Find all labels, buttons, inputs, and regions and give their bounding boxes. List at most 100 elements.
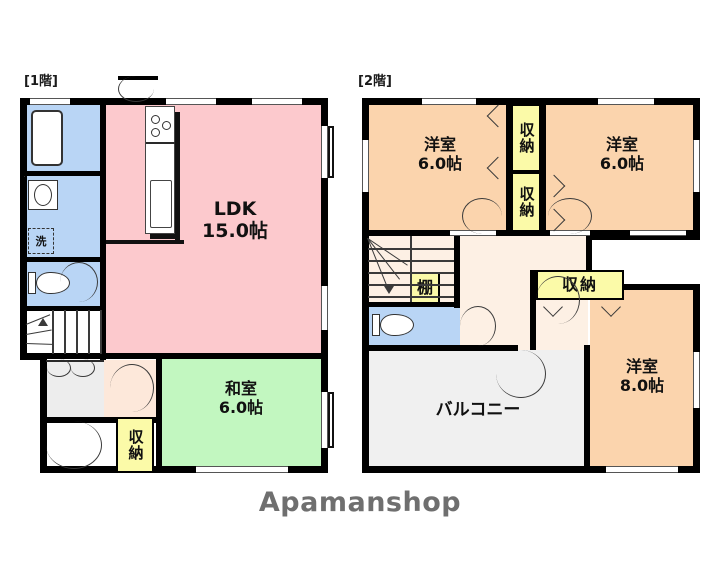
window-ldk-right-a bbox=[321, 126, 328, 178]
balcony-label: バルコニー bbox=[396, 400, 560, 420]
interior-wall-bedrooms-bottom bbox=[362, 230, 700, 236]
interior-wall-wash-toilet bbox=[20, 257, 106, 262]
bedroom-right-label: 洋室 6.0帖 bbox=[584, 135, 660, 174]
bedroom8-door-arc bbox=[536, 276, 580, 324]
stairs-down-arrow-f2 bbox=[384, 286, 394, 294]
floor1-label: [1階] bbox=[24, 74, 58, 89]
stove-burner-1-icon bbox=[151, 115, 160, 124]
window-washitsu-right bbox=[321, 392, 328, 448]
bathtub-icon bbox=[31, 110, 63, 166]
closet-f2-upper-1: 収納 bbox=[511, 104, 541, 172]
bedroom-left-name: 洋室 bbox=[423, 135, 456, 154]
bedroom-8-name: 洋室 bbox=[625, 357, 658, 376]
ldk-counter-line bbox=[106, 240, 184, 244]
kitchen-counter-shadow-bottom bbox=[150, 234, 180, 239]
shelf-label: 棚 bbox=[416, 278, 433, 297]
bedroom-right-door-arc bbox=[548, 198, 592, 234]
washing-machine-label: 洗 bbox=[35, 235, 47, 248]
bedroom-8-fill bbox=[590, 290, 694, 472]
kitchen-sink-icon bbox=[150, 180, 172, 228]
closet-label: 収納 bbox=[517, 122, 536, 154]
closet-label: 収納 bbox=[126, 429, 145, 461]
interior-wall-stairs-bottom bbox=[20, 353, 106, 359]
exterior-wall-bottom-f2 bbox=[362, 466, 700, 473]
toilet-door-arc bbox=[60, 262, 98, 302]
stairs-up-arrow-f1 bbox=[38, 318, 48, 326]
toilet-f2-tank-icon bbox=[372, 314, 380, 336]
exterior-wall-recess-left bbox=[586, 234, 592, 290]
closet-f2-upper-2: 収納 bbox=[511, 172, 541, 232]
window-washitsu-bottom bbox=[196, 466, 288, 473]
window-bay-right-b bbox=[328, 392, 334, 448]
bedroom-left-label: 洋室 6.0帖 bbox=[402, 135, 478, 174]
interior-wall-closet-col-left bbox=[506, 98, 512, 232]
interior-wall-wet-ldk bbox=[100, 98, 106, 360]
interior-wall-closet-washitsu bbox=[156, 417, 162, 473]
entrance-inner-door-arc-2 bbox=[71, 359, 95, 377]
entrance-inner-door-arc-1 bbox=[47, 359, 71, 377]
toilet-f2-bowl-icon bbox=[380, 314, 414, 336]
interior-wall-toilet-bottom bbox=[362, 345, 518, 351]
window-ldk-top-a bbox=[166, 98, 216, 105]
stairs-icon-f1 bbox=[25, 310, 102, 354]
toilet-f2-door-arc bbox=[460, 306, 496, 346]
ldk-room-label: LDK 15.0帖 bbox=[180, 198, 290, 243]
window-bath-top bbox=[30, 98, 70, 105]
window-ldk-top-b bbox=[252, 98, 302, 105]
window-ldk-right-b bbox=[321, 286, 328, 330]
bedroom-right-name: 洋室 bbox=[605, 135, 638, 154]
window-bedroom-left-top bbox=[422, 98, 476, 105]
washitsu-room-label: 和室 6.0帖 bbox=[186, 379, 296, 418]
bedroom-8-area: 8.0帖 bbox=[619, 375, 665, 395]
exterior-wall-top-f2 bbox=[362, 98, 700, 105]
interior-wall-toilet-top bbox=[362, 302, 460, 307]
floor1-plan: 洗 bbox=[0, 0, 350, 490]
window-bedroom8-right bbox=[693, 352, 700, 408]
interior-wall-stairwell-right bbox=[454, 236, 460, 308]
balcony-door-arc bbox=[496, 350, 546, 398]
interior-wall-closet-col-right bbox=[540, 98, 546, 232]
interior-wall-toilet-stairs bbox=[20, 306, 106, 311]
floor2-label: [2階] bbox=[358, 74, 392, 89]
watermark-apamanshop: Apamanshop bbox=[258, 487, 462, 518]
bedroom-left-area: 6.0帖 bbox=[417, 153, 463, 173]
exterior-wall-left bbox=[20, 98, 27, 360]
interior-wall-ldk-washitsu bbox=[100, 353, 328, 359]
closet-f1-entrance: 収納 bbox=[116, 417, 154, 473]
window-bay-right-a bbox=[328, 126, 334, 178]
ldk-area: 15.0帖 bbox=[202, 220, 268, 243]
ldk-entry-door-arc bbox=[118, 76, 154, 102]
bedroom-8-label: 洋室 8.0帖 bbox=[602, 357, 682, 396]
kitchen-stove-divider bbox=[146, 142, 175, 144]
exterior-wall-recess-top bbox=[586, 234, 700, 240]
front-door-arc bbox=[46, 421, 102, 469]
exterior-wall-bottom bbox=[40, 466, 322, 473]
floor2-plan: 収納 収納 収納 棚 bbox=[350, 0, 720, 490]
washitsu-area: 6.0帖 bbox=[218, 397, 264, 417]
exterior-wall-recess-bottom bbox=[586, 284, 700, 290]
ldk-fill bbox=[106, 104, 322, 354]
bedroom-right-area: 6.0帖 bbox=[599, 153, 645, 173]
balcony-fill bbox=[368, 350, 590, 472]
window-bedroom-left-side bbox=[362, 140, 369, 192]
closet-label: 収納 bbox=[517, 186, 536, 218]
kitchen-counter-shadow bbox=[175, 112, 180, 240]
interior-wall-corridor-right bbox=[156, 356, 162, 423]
washitsu-name: 和室 bbox=[224, 379, 257, 398]
corridor-door-arc bbox=[110, 364, 154, 412]
washitsu-fill bbox=[160, 356, 322, 472]
window-hallway-right bbox=[630, 230, 686, 236]
washroom-door-arc bbox=[24, 176, 25, 177]
balcony-name: バルコニー bbox=[435, 400, 521, 420]
washing-machine-icon: 洗 bbox=[28, 228, 54, 254]
washbasin-bowl-icon bbox=[34, 184, 52, 206]
ldk-name: LDK bbox=[213, 198, 257, 220]
exterior-wall-left-lower bbox=[40, 353, 47, 473]
interior-wall-bath-wash bbox=[20, 171, 106, 176]
stairs-icon-f2 bbox=[366, 236, 454, 302]
toilet-tank-icon bbox=[28, 272, 36, 294]
exterior-wall-right bbox=[321, 98, 328, 473]
window-bedroom-right-top bbox=[598, 98, 654, 105]
exterior-wall-left-f2 bbox=[362, 98, 369, 473]
